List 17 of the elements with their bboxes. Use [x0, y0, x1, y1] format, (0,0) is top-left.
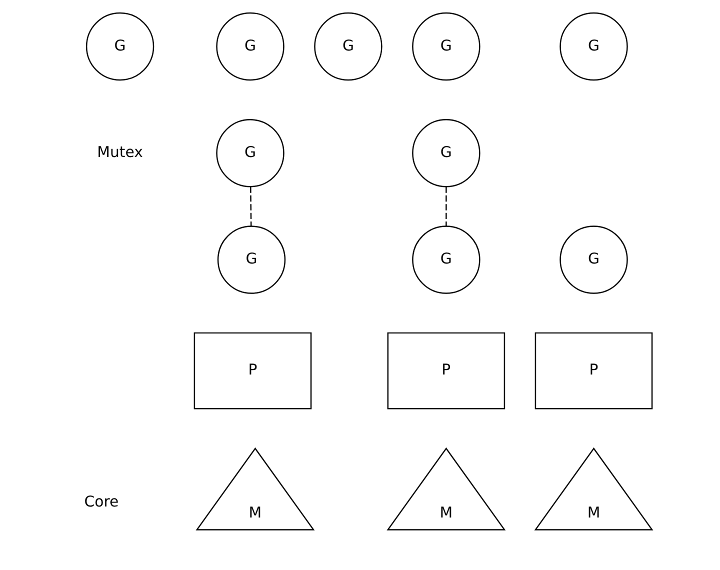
- connector: [446, 186, 447, 226]
- node-circle: G: [216, 12, 284, 81]
- node-box: P: [194, 332, 312, 410]
- node-circle: G: [216, 119, 284, 188]
- node-box: P: [387, 332, 506, 410]
- node-circle: G: [560, 226, 628, 294]
- node-circle: G: [86, 12, 154, 81]
- label: Core: [84, 492, 119, 510]
- node-circle: G: [412, 226, 480, 294]
- node-circle: G: [412, 12, 480, 81]
- node-circle: G: [217, 226, 286, 294]
- connector: [250, 186, 252, 226]
- node-box: P: [534, 332, 653, 410]
- node-circle: G: [560, 12, 628, 81]
- node-circle: G: [412, 119, 480, 188]
- label: Mutex: [97, 142, 143, 161]
- node-circle: G: [314, 12, 382, 81]
